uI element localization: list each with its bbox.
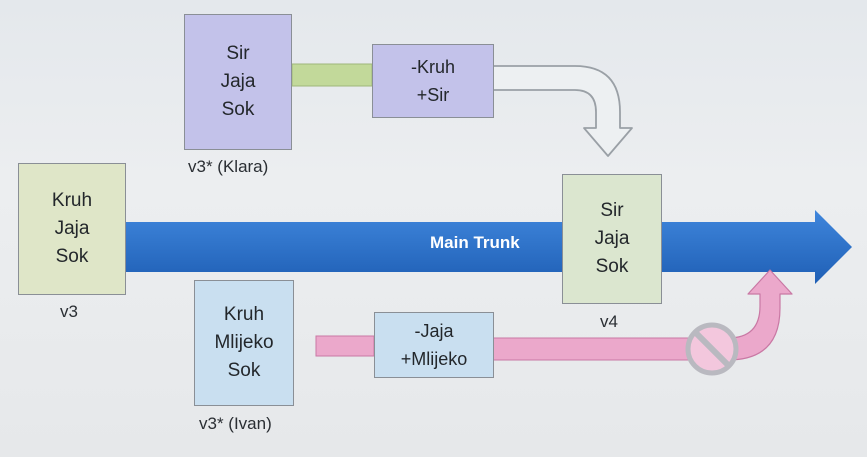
v4-box: Sir Jaja Sok xyxy=(562,174,662,304)
klara-item-1: Sir xyxy=(226,43,250,64)
main-trunk-arrow xyxy=(120,210,852,284)
ivan-branch-bar xyxy=(315,335,375,357)
v3-box: Kruh Jaja Sok xyxy=(18,163,126,295)
v3-item-1: Kruh xyxy=(51,190,93,211)
main-trunk-label: Main Trunk xyxy=(430,233,520,252)
v3-item-2: Jaja xyxy=(54,218,90,239)
ivan-change-1: -Jaja xyxy=(414,321,454,341)
ivan-item-2: Mlijeko xyxy=(214,332,274,353)
ivan-box: Kruh Mlijeko Sok xyxy=(194,280,294,406)
ivan-caption: v3* (Ivan) xyxy=(199,414,272,433)
ivan-item-1: Kruh xyxy=(223,304,265,325)
klara-change-2: +Sir xyxy=(416,85,450,105)
ivan-merge-arrow xyxy=(689,269,793,361)
v4-caption: v4 xyxy=(600,312,618,331)
ivan-merge-bar xyxy=(492,337,691,361)
ivan-change-box: -Jaja +Mlijeko xyxy=(374,312,494,378)
klara-item-2: Jaja xyxy=(220,71,256,92)
klara-box: Sir Jaja Sok xyxy=(184,14,292,150)
ivan-change-2: +Mlijeko xyxy=(400,349,468,369)
v4-item-1: Sir xyxy=(600,200,624,221)
v4-item-3: Sok xyxy=(595,256,629,277)
klara-change-1: -Kruh xyxy=(410,57,455,77)
klara-branch-bar xyxy=(291,63,373,87)
ivan-item-3: Sok xyxy=(227,360,261,381)
v3-item-3: Sok xyxy=(55,246,89,267)
prohibited-icon xyxy=(685,322,739,376)
v4-item-2: Jaja xyxy=(594,228,630,249)
klara-caption: v3* (Klara) xyxy=(188,157,269,176)
v3-caption: v3 xyxy=(60,302,78,321)
klara-change-box: -Kruh +Sir xyxy=(372,44,494,118)
klara-item-3: Sok xyxy=(221,99,255,120)
klara-merge-arrow xyxy=(492,65,633,157)
